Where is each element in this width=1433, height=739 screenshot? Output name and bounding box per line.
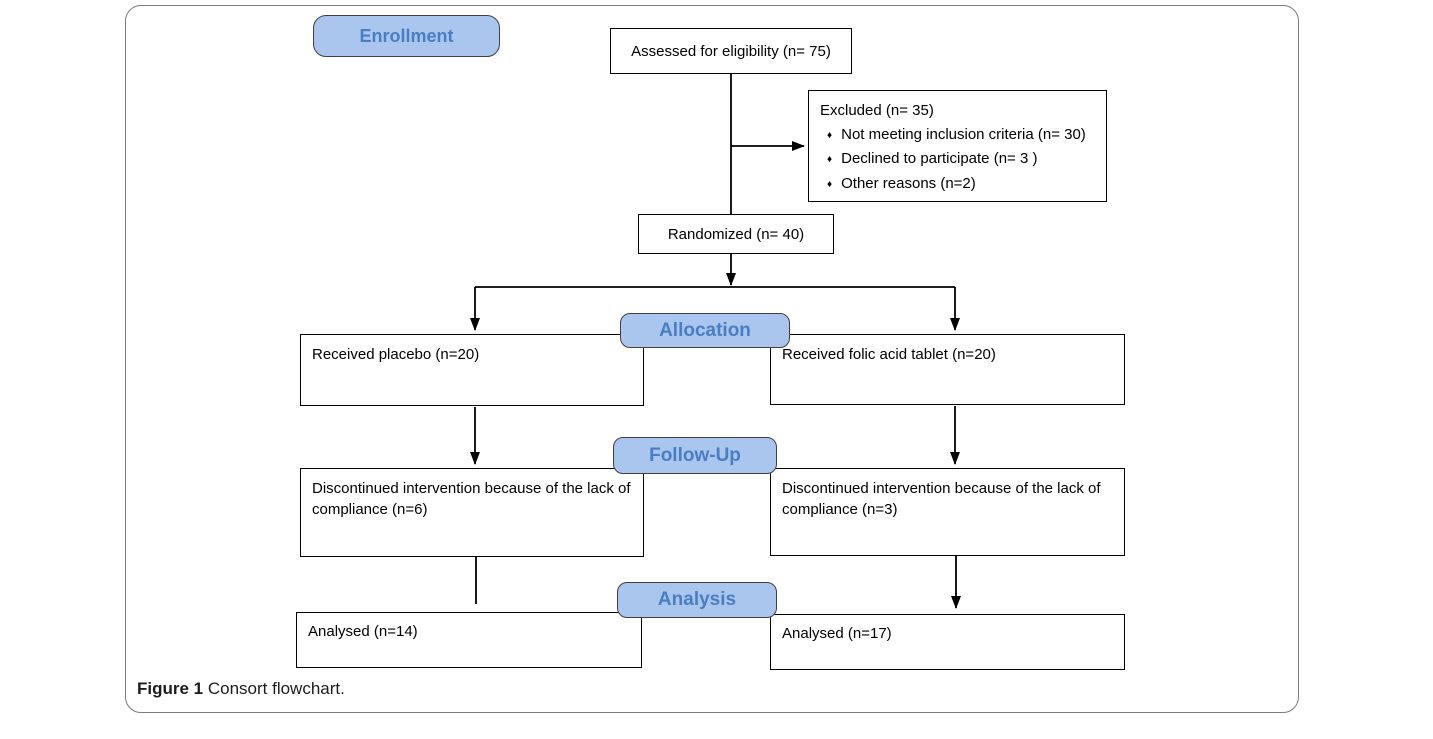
box-analysed-folic-acid: Analysed (n=17) [770,614,1125,670]
figure-caption: Figure 1 Consort flowchart. [137,679,345,699]
box-assessed-eligibility: Assessed for eligibility (n= 75) [610,28,852,74]
box-analysed-placebo: Analysed (n=14) [296,612,642,668]
box-analysed-placebo-label: Analysed (n=14) [308,623,418,640]
diamond-bullet-icon: ♦ [827,129,833,141]
diamond-bullet-icon: ♦ [827,154,833,165]
excluded-item: ♦ Declined to participate (n= 3 ) [820,148,1096,173]
figure-caption-number: Figure 1 [137,679,204,698]
figure-caption-text: Consort flowchart. [203,679,345,698]
box-received-folic-acid-label: Received folic acid tablet (n=20) [782,346,996,363]
excluded-title: Excluded (n= 35) [820,102,934,119]
stage-badge-followup: Follow-Up [613,437,777,474]
excluded-item-label: Declined to participate (n= 3 ) [841,150,1038,167]
box-excluded: Excluded (n= 35) ♦ Not meeting inclusion… [808,90,1107,202]
diamond-bullet-icon: ♦ [827,178,833,190]
box-discontinued-folic-acid: Discontinued intervention because of the… [770,468,1125,556]
box-received-placebo: Received placebo (n=20) [300,334,644,406]
box-analysed-folic-acid-label: Analysed (n=17) [782,625,892,642]
excluded-item-label: Not meeting inclusion criteria (n= 30) [841,125,1086,143]
box-discontinued-folic-acid-label: Discontinued intervention because of the… [782,480,1101,518]
excluded-item: ♦ Other reasons (n=2) [820,173,1096,198]
stage-badge-allocation: Allocation [620,313,790,348]
box-assessed-label: Assessed for eligibility (n= 75) [631,42,831,60]
excluded-item: ♦ Not meeting inclusion criteria (n= 30) [820,124,1096,149]
box-discontinued-placebo-label: Discontinued intervention because of the… [312,480,631,518]
excluded-item-label: Other reasons (n=2) [841,174,976,192]
stage-badge-enrollment: Enrollment [313,15,500,57]
stage-badge-analysis: Analysis [617,582,777,618]
box-randomized: Randomized (n= 40) [638,214,834,254]
box-discontinued-placebo: Discontinued intervention because of the… [300,468,644,557]
box-received-placebo-label: Received placebo (n=20) [312,346,480,363]
box-randomized-label: Randomized (n= 40) [667,225,805,243]
box-received-folic-acid: Received folic acid tablet (n=20) [770,334,1125,405]
